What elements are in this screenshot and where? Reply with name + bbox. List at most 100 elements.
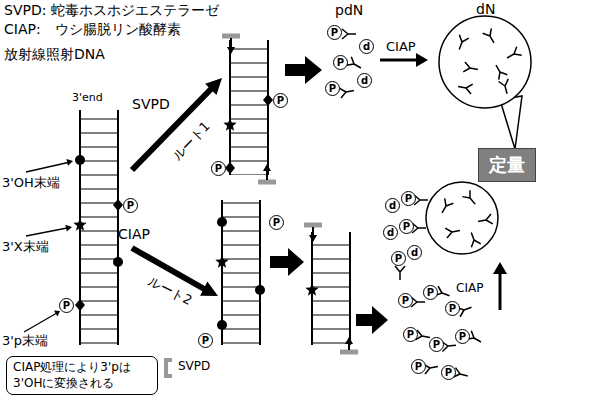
phosphate-circle: P [429,337,444,352]
phosphate-circle: P [59,298,74,313]
nucleoside-symbol [445,226,461,238]
route-arrow [499,272,502,310]
enzyme-label: CIAP [386,40,416,55]
end-symbol [223,118,236,131]
box-text: CIAP処理により3'pは 3'OHに変換される [13,360,151,391]
end-symbol [113,257,123,267]
end-symbol [75,299,85,311]
nucleoside-symbol [462,190,479,207]
phosphate-circle: P [399,219,414,234]
end-symbol [217,217,227,227]
route-arrow [356,306,388,334]
phosphate-circle: P [455,329,470,344]
pointer-arrow [65,225,72,232]
route-arrow [493,262,507,274]
enzyme-marker [166,36,358,376]
enzyme-label: CIAP [456,282,483,296]
product-bubble [426,16,531,254]
phosphate-circle: P [391,251,406,266]
nucleoside-symbol [339,86,355,98]
phosphate-circle: P [403,327,418,342]
nucleoside-symbol [342,29,356,39]
pointer-arrow [26,163,68,173]
box-text: 定量 [489,153,525,177]
phosphate-circle: P [401,191,416,206]
phosphate-circle: P [198,333,213,348]
dna-ladder [267,40,269,175]
end-label: 3'OH末端 [2,176,60,191]
end-symbol [263,94,273,106]
end-symbol [305,283,318,296]
nucleoside-symbol [395,266,405,280]
enzyme-label: CIAP [118,226,150,242]
route-arrow [416,53,428,67]
end-symbol [215,255,228,268]
nucleoside-symbol [467,231,481,248]
end-label: 3'end [72,92,103,105]
enzyme-marker [230,38,232,48]
end-symbol [113,199,123,211]
product-label: dN [476,1,495,17]
dna-ladder [230,40,268,175]
nucleoside-symbol [438,198,454,215]
end-symbol [217,320,227,330]
phosphate-circle: P [273,93,288,108]
pointer-arrow [66,159,73,166]
route-arrow [200,282,218,296]
phosphate-circle: P [325,81,340,96]
legend-text: CIAP: ウシ腸脱リン酸酵素 [4,21,181,37]
phosphate-circle: d [359,39,374,54]
end-symbol [73,218,86,231]
legend-text: SVPD: 蛇毒ホスホジエステラーゼ [4,2,219,18]
route-arrow [285,56,322,84]
figure-label: 放射線照射DNA [4,46,105,62]
dna-ladder [349,232,351,345]
end-symbol [73,94,318,330]
nucleoside-symbol [505,47,522,63]
phosphate-circle: P [327,25,342,40]
end-symbol [225,162,235,174]
phosphate-circle: d [357,73,372,88]
quantify-box: 定量 [478,148,536,182]
route-arrow [270,248,304,276]
route-arrow [205,78,222,95]
product-label: pdN [335,2,363,18]
nucleoside-symbol [411,297,425,307]
end-symbol [75,155,85,165]
dna-ladder [80,40,350,345]
nucleoside-symbol [455,35,469,52]
enzyme-marker [263,164,271,171]
enzyme-marker [340,350,358,355]
note-box: CIAP処理により3'pは 3'OHに変換される [6,356,158,395]
phosphate-circle: d [407,245,422,260]
end-label: 3'X末端 [2,240,49,255]
nucleoside-symbol [457,82,473,94]
dna-ladder [80,110,118,345]
end-label: 3'p末端 [2,334,48,349]
dna-ladder [259,200,261,345]
enzyme-marker [166,360,172,376]
enzyme-label: SVPD [132,96,170,112]
dna-ladder [222,200,260,345]
phosphate-circle: P [398,293,413,308]
enzyme-marker [304,223,322,228]
enzyme-marker [258,180,276,185]
phosphate-circle: P [333,55,348,70]
enzyme-marker [345,337,353,344]
phosphate-circle: P [445,301,460,316]
phosphate-circle: P [123,198,138,213]
pointer-arrow [24,314,56,333]
nucleoside-symbol [483,28,499,45]
enzyme-marker [312,227,314,236]
enzyme-label: SVPD [178,360,210,374]
phosphate-circle: P [441,365,456,380]
route-arrow [380,59,418,62]
product-bubble [426,182,498,254]
enzyme-marker [309,235,317,242]
route-arrow [132,53,507,334]
phosphate-circle: P [211,161,226,176]
end-symbol [255,285,265,295]
enzyme-marker [266,170,268,180]
enzyme-marker [222,34,240,39]
phosphate-circle: d [383,225,398,240]
